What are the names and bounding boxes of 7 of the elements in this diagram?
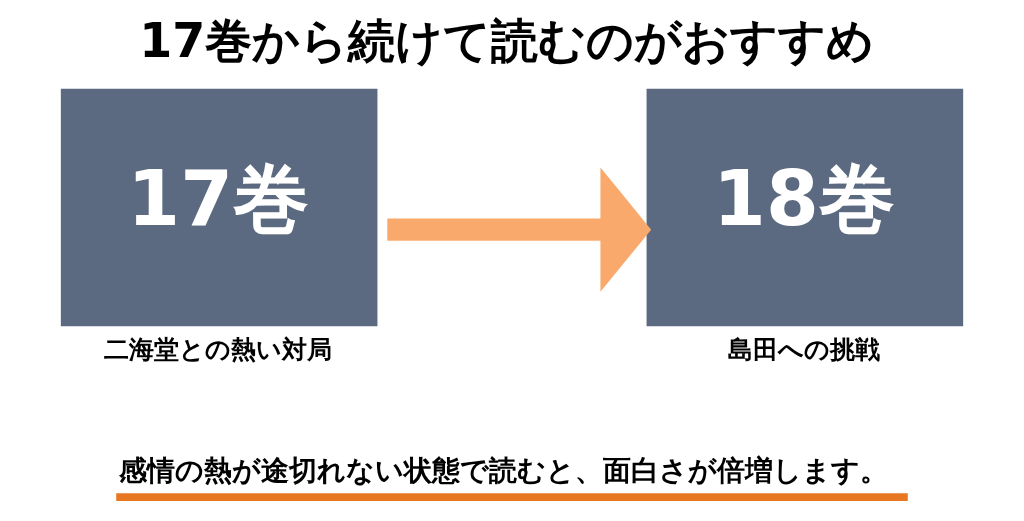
arrow bbox=[387, 167, 652, 292]
node-box: 17巻 bbox=[60, 88, 378, 327]
caption: 感情の熱が途切れない状態で読むと、面白さが倍増します。 bbox=[119, 453, 889, 487]
diagram-title: 17巻から続けて読むのがおすすめ bbox=[139, 13, 875, 69]
node-label: 島田への挑戦 bbox=[728, 333, 881, 364]
node-box: 18巻 bbox=[646, 88, 964, 327]
node-label: 二海堂との熱い対局 bbox=[104, 333, 333, 364]
